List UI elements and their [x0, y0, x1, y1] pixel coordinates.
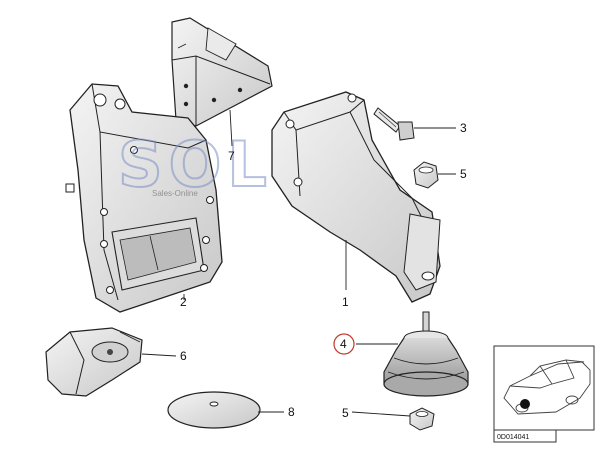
- part-2-bracket: [65, 83, 223, 313]
- part-4-rubber-mount: [383, 311, 469, 397]
- car-locator-inset: 0D014041: [493, 345, 595, 443]
- watermark-logo: SOL: [118, 128, 273, 201]
- callout-6: 6: [180, 349, 187, 363]
- reference-code: 0D014041: [497, 434, 529, 441]
- leader-lines: [141, 43, 456, 417]
- watermark-tagline: Sales-Online: [152, 189, 198, 198]
- part-3-bolt: [373, 107, 415, 141]
- callouts: 1 2 3 4 5 5 6 7 8: [180, 121, 467, 420]
- callout-5-upper: 5: [460, 167, 467, 181]
- part-6-heat-shield: [45, 327, 143, 397]
- callout-1: 1: [342, 295, 349, 309]
- callout-8: 8: [288, 405, 295, 419]
- part-7-bracket: [171, 17, 273, 127]
- callout-3: 3: [460, 121, 467, 135]
- callout-2: 2: [180, 295, 187, 309]
- part-1-mount-arm: [271, 91, 441, 303]
- part-5-nut-lower: [409, 407, 435, 431]
- callout-5-lower: 5: [342, 406, 349, 420]
- callout-4: 4: [340, 337, 347, 351]
- part-5-nut-upper: [413, 161, 439, 189]
- callout-7: 7: [228, 149, 235, 163]
- engine-location-marker: [520, 399, 530, 409]
- callout-4-highlight-ring: [333, 333, 355, 355]
- sol-watermark: SOL Sales-Online: [117, 127, 273, 202]
- part-8-washer: [167, 391, 261, 429]
